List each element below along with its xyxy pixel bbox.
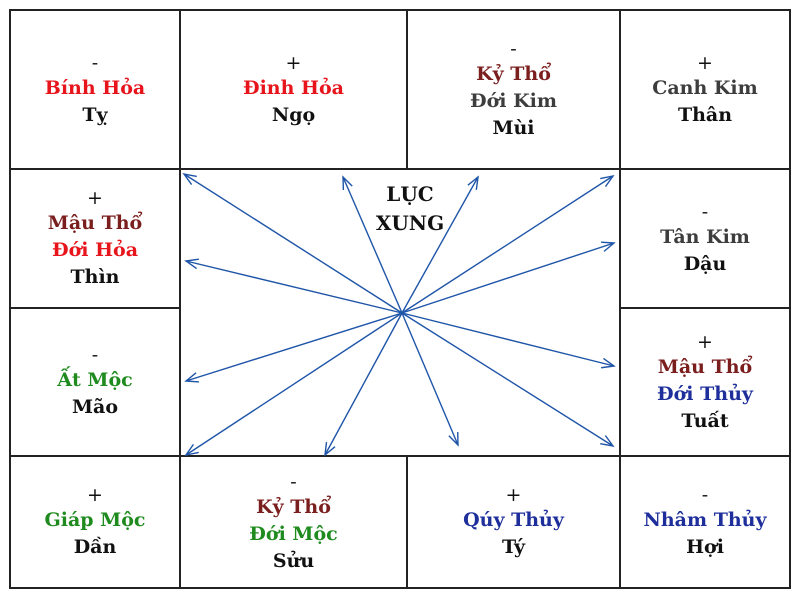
polarity-sign: + [697, 330, 713, 353]
arrow-to-ty-rat [401, 312, 459, 447]
branch-label: Thìn [70, 266, 120, 288]
stem-element-label: Giáp Mộc [44, 509, 146, 531]
polarity-sign: - [510, 38, 517, 60]
arrow-to-ngo [342, 175, 403, 314]
arrow-to-mui [401, 175, 479, 314]
branch-label: Tỵ [82, 103, 108, 126]
polarity-sign: + [87, 187, 103, 209]
secondary-element-label: Đới Hỏa [51, 239, 139, 261]
branch-label: Sửu [272, 549, 315, 572]
arrow-to-dau [401, 241, 616, 314]
stem-element-label: Đinh Hỏa [242, 76, 344, 99]
branch-label: Mão [71, 396, 118, 418]
arrow-to-dan [184, 312, 403, 457]
diagram-title: LỤC XUNG [370, 180, 450, 238]
arrow-to-suu [324, 312, 403, 457]
arrow-to-than [401, 174, 615, 314]
polarity-sign: - [290, 470, 297, 493]
stem-element-label: Mậu Thổ [657, 355, 753, 378]
branch-label: Thân [677, 103, 733, 126]
branch-label: Tý [501, 536, 526, 558]
branch-label: Dần [73, 536, 117, 558]
branch-label: Tuất [681, 409, 729, 432]
polarity-sign: - [701, 200, 709, 223]
stem-element-label: Bính Hỏa [44, 76, 146, 99]
polarity-sign: + [87, 484, 103, 506]
branch-label: Ngọ [271, 103, 316, 126]
branch-label: Mùi [492, 117, 535, 139]
stem-element-label: Canh Kim [652, 76, 758, 99]
arrow-group [182, 172, 616, 457]
branch-label: Dậu [683, 252, 727, 275]
polarity-sign: - [701, 484, 709, 506]
polarity-sign: - [91, 344, 99, 366]
arrow-to-tuat [401, 312, 616, 369]
secondary-element-label: Đới Kim [470, 90, 557, 112]
arrow-to-hoi [401, 312, 615, 448]
arrow-to-ty-snake [182, 172, 403, 314]
stem-element-label: Mậu Thổ [47, 212, 143, 234]
secondary-element-label: Đới Mộc [249, 522, 338, 545]
title-line-2: XUNG [375, 211, 445, 235]
stem-element-label: Nhâm Thủy [643, 509, 767, 531]
title-line-1: LỤC [386, 182, 434, 206]
polarity-sign: - [91, 51, 99, 74]
stem-element-label: Qúy Thủy [463, 509, 564, 531]
branch-label: Hợi [686, 536, 724, 558]
stem-element-label: Kỷ Thổ [476, 63, 551, 85]
stem-element-label: Kỷ Thổ [256, 495, 331, 518]
stem-element-label: Tân Kim [660, 225, 750, 248]
stem-element-label: Ất Mộc [57, 369, 133, 391]
polarity-sign: + [285, 51, 302, 74]
arrow-to-mao [184, 312, 403, 383]
polarity-sign: + [505, 484, 522, 506]
arrow-to-thin [184, 258, 403, 314]
secondary-element-label: Đới Thủy [657, 382, 753, 405]
polarity-sign: + [697, 51, 713, 74]
